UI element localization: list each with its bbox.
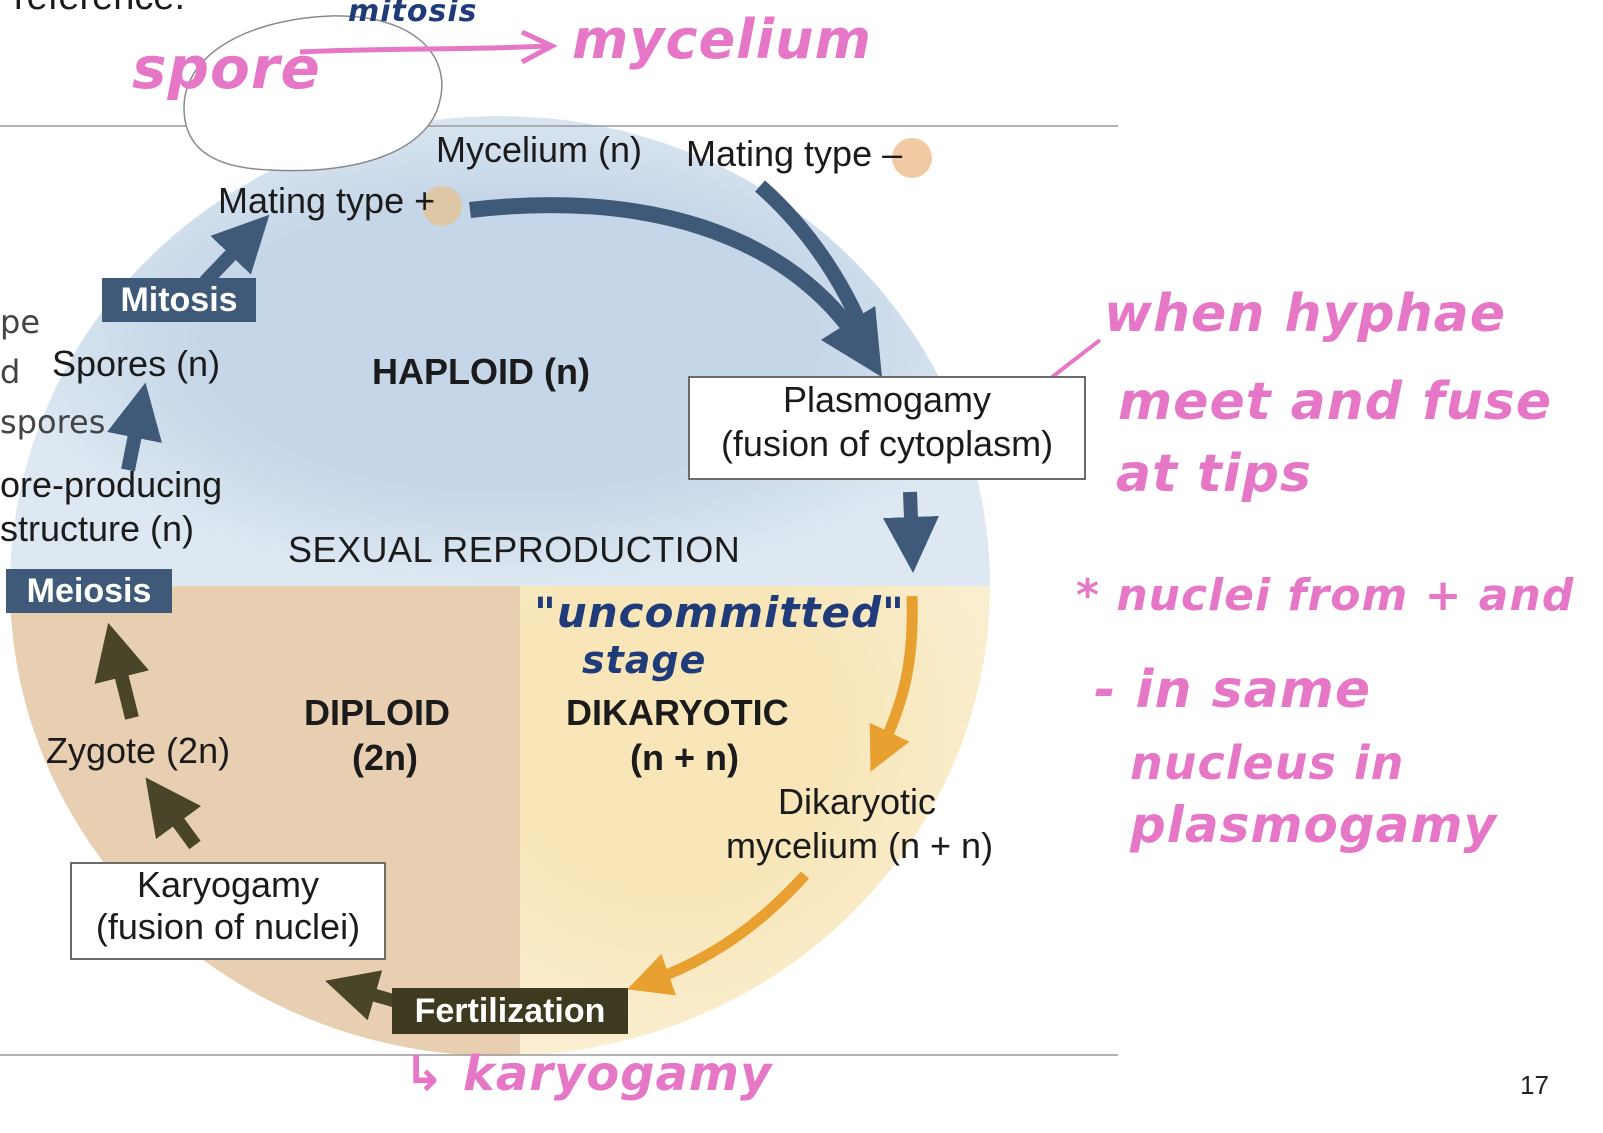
label-mating-plus: Mating type + (218, 180, 436, 221)
arrow-plus-to-plasmogamy (469, 197, 882, 378)
karyogamy-box: Karyogamy (fusion of nuclei) (70, 862, 386, 960)
plasmogamy-title: Plasmogamy (782, 379, 992, 420)
note-nuclei-1: * nuclei from + and (1076, 570, 1575, 621)
label-dikaryotic-mycelium-2: mycelium (n + n) (726, 825, 994, 866)
tag-mitosis: Mitosis (102, 278, 256, 322)
label-mycelium: Mycelium (n) (436, 129, 643, 170)
side-fragment-3: spores (0, 403, 106, 441)
mating-minus-dot (892, 138, 932, 178)
pink-arrow-spore-mycelium (299, 43, 549, 55)
white-blob (183, 15, 443, 172)
label-mating-minus: Mating type – (686, 133, 903, 174)
label-dikaryotic-2: (n + n) (630, 737, 739, 778)
arrow-spores-up (107, 382, 162, 472)
arrow-minus-to-plasmogamy (755, 180, 880, 358)
top-cut-text: reference. (14, 0, 185, 16)
page-number: 17 (1520, 1070, 1549, 1100)
arrow-to-fertilization (627, 871, 810, 996)
note-uncommitted-2: stage (582, 638, 707, 682)
note-uncommitted-1: "uncommitted" (534, 588, 905, 637)
karyogamy-subtitle: (fusion of nuclei) (95, 906, 361, 947)
label-haploid: HAPLOID (n) (372, 351, 590, 392)
tag-meiosis: Meiosis (6, 569, 172, 613)
note-mycelium: mycelium (572, 8, 872, 71)
note-nuclei-3: nucleus in (1130, 736, 1405, 790)
label-diploid-1: DIPLOID (304, 692, 451, 733)
plasmogamy-subtitle: (fusion of cytoplasm) (720, 423, 1054, 464)
label-spores: Spores (n) (52, 343, 221, 384)
arrow-dikaryotic-down (869, 595, 918, 772)
side-fragment-1: pe (0, 303, 40, 341)
note-hyphae-3: at tips (1116, 444, 1312, 504)
note-hyphae-2: meet and fuse (1118, 372, 1552, 432)
note-mitosis: mitosis (348, 0, 478, 29)
label-dikaryotic-mycelium-1: Dikaryotic (778, 781, 937, 822)
note-nuclei-2: - in same (1094, 660, 1372, 720)
arrow-fertilization-left (325, 970, 400, 1021)
karyogamy-title: Karyogamy (136, 864, 320, 905)
arrow-zygote-up (94, 622, 149, 720)
mating-plus-dot (422, 186, 462, 226)
label-dikaryotic-1: DIKARYOTIC (566, 692, 789, 733)
label-spore-structure-1: ore-producing (0, 464, 223, 505)
arrow-plasmogamy-down (882, 491, 939, 573)
arrow-karyogamy-up (145, 777, 202, 850)
side-fragment-2: d (0, 353, 21, 391)
label-zygote: Zygote (2n) (46, 730, 231, 771)
label-diploid-2: (2n) (352, 737, 418, 778)
pink-arrowhead (520, 29, 558, 65)
label-spore-structure-2: structure (n) (0, 508, 195, 549)
tag-fertilization: Fertilization (392, 988, 628, 1034)
note-nuclei-4: plasmogamy (1130, 796, 1498, 854)
arrow-mitosis-up (199, 214, 270, 287)
label-sexual-reproduction: SEXUAL REPRODUCTION (288, 529, 741, 570)
note-spore: spore (132, 34, 321, 102)
plasmogamy-box: Plasmogamy (fusion of cytoplasm) (688, 376, 1086, 480)
note-karyogamy: ↳ karyogamy (404, 1046, 773, 1102)
note-hyphae-1: when hyphae (1104, 284, 1506, 344)
